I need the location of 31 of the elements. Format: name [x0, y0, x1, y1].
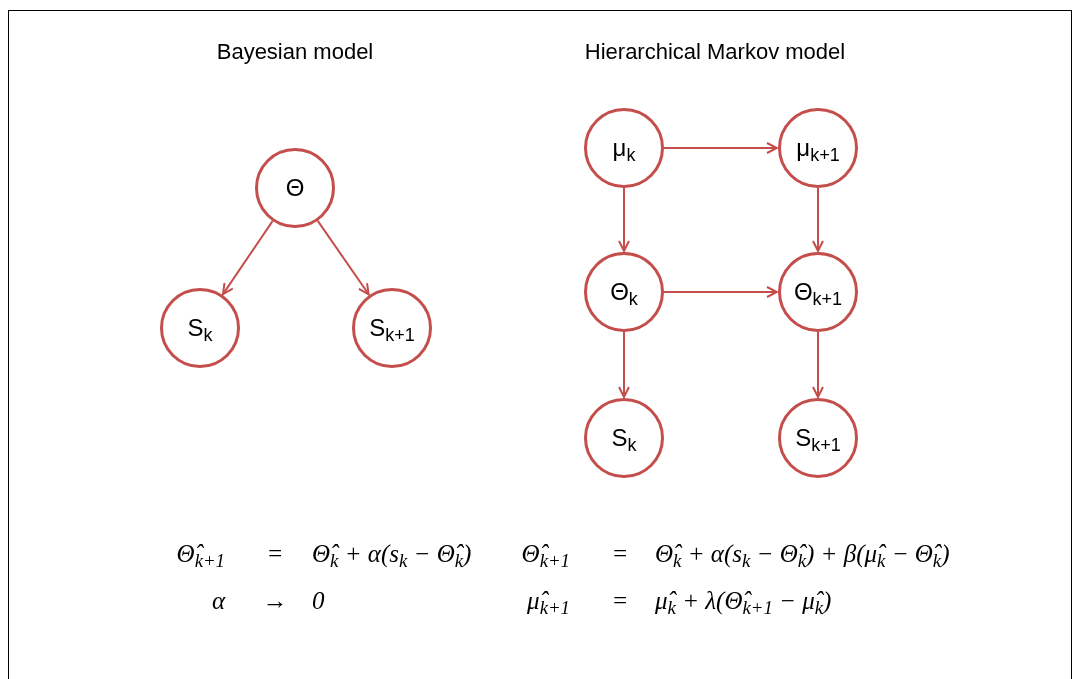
arrow — [812, 187, 824, 252]
equation-part: = — [611, 540, 629, 566]
node-label: Θ$_{k}$ — [610, 280, 638, 304]
arrow — [618, 331, 630, 398]
node-label: μ$_{k}$ — [612, 136, 636, 160]
equation-part: = — [611, 587, 629, 613]
arrow — [316, 219, 370, 296]
arrow — [812, 331, 824, 398]
model-title: Hierarchical Markov model — [584, 41, 846, 63]
arrow — [663, 142, 778, 154]
model-title: Bayesian model — [216, 41, 374, 63]
node-label: S$_{k+1}$ — [369, 316, 415, 340]
node-label: S$_{k}$ — [187, 316, 213, 340]
equation-part: = — [266, 540, 284, 566]
arrow — [618, 187, 630, 252]
equation-part: Θ̂$_{k}$ + α(s$_{k}$ − Θ̂$_{k}$) — [312, 540, 472, 566]
equation-part: Θ̂$_{k+1}$ — [521, 540, 570, 566]
node-label: Θ — [285, 176, 305, 200]
equation-part: Θ̂$_{k+1}$ — [176, 540, 225, 566]
node-label: S$_{k+1}$ — [795, 426, 841, 450]
equation-part: Θ̂$_{k}$ + α(s$_{k}$ − Θ̂$_{k}$) + β(μ̂$_{k}$ − Θ̂$_{k}$) — [655, 540, 950, 566]
equation-part: 0 — [312, 587, 325, 613]
equation-part: μ̂$_{k}$ + λ(Θ̂$_{k+1}$ − μ̂$_{k}$) — [655, 587, 832, 613]
arrow — [663, 286, 778, 298]
node-label: Θ$_{k+1}$ — [793, 280, 843, 304]
equation-part: α — [211, 587, 225, 613]
node-label: μ$_{k+1}$ — [796, 136, 840, 160]
equation-part: → — [262, 587, 288, 613]
arrow — [222, 220, 274, 296]
equation-part: μ̂$_{k+1}$ — [527, 587, 570, 613]
node-label: S$_{k}$ — [611, 426, 637, 450]
